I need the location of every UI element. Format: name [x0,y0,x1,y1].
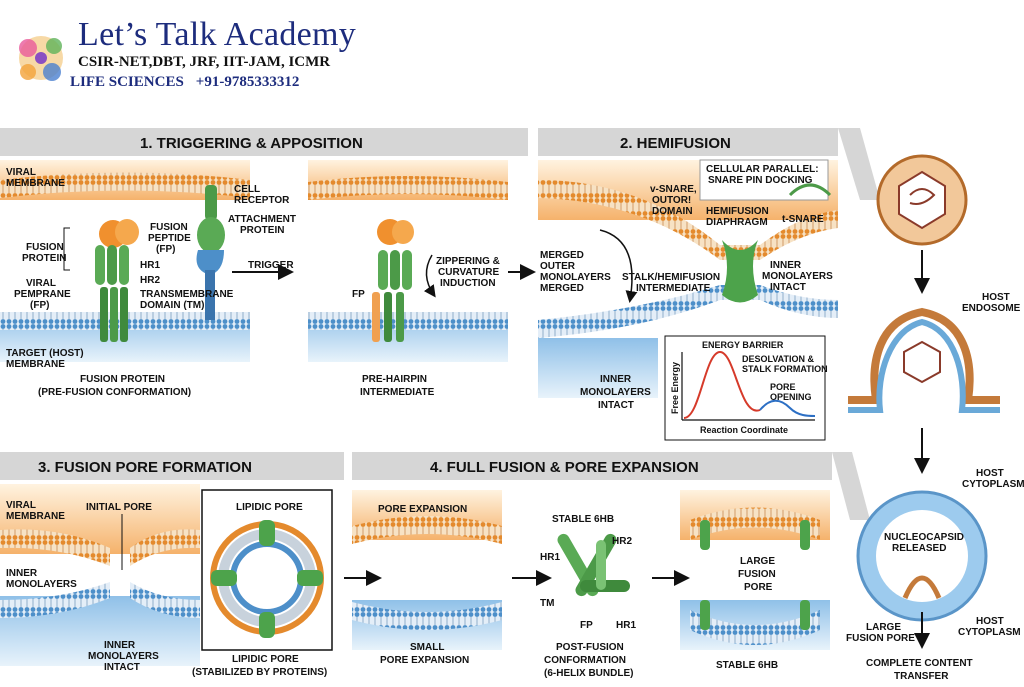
svg-text:FUSION PROTEIN(PRE-FUSION CONF: FUSION PROTEIN(PRE-FUSION CONFORMATION) [38,374,191,398]
pre-hairpin-protein [372,219,414,342]
panel-2: CELLULAR PARALLEL:SNARE PIN DOCKING v-SN… [538,159,838,441]
cell-receptor [196,185,225,320]
svg-text:STABLE 6HB: STABLE 6HB [716,660,778,671]
section-bar-2: 2. HEMIFUSION [538,128,880,200]
academy-phone: +91-9785333312 [195,74,300,90]
academy-field: LIFE SCIENCES [70,74,184,90]
fp-label: FP [352,289,365,300]
svg-text:TM: TM [540,598,554,609]
svg-text:HR1: HR1 [540,552,560,563]
svg-text:TARGET (HOST)MEMBRANE: TARGET (HOST)MEMBRANE [6,348,84,370]
section-bar-4: 4. FULL FUSION & PORE EXPANSION [352,452,870,520]
svg-text:t-SNARE: t-SNARE [782,214,824,225]
section-title-1: 1. TRIGGERING & APPOSITION [140,135,363,152]
svg-text:PORE EXPANSION: PORE EXPANSION [378,504,467,515]
lipidic-pore-ring [210,520,324,638]
endosome [848,307,1000,413]
academy-header: Let’s Talk Academy CSIR-NET,DBT, JRF, II… [0,0,420,110]
energy-barrier-chart: ENERGY BARRIER DESOLVATION &STALK FORMAT… [664,335,828,441]
svg-text:HR1: HR1 [140,260,160,271]
svg-text:HR2: HR2 [140,275,160,286]
hemifusion-stalk [722,240,758,303]
section-bar-1: 1. TRIGGERING & APPOSITION [0,128,528,156]
fusion-protein [95,219,139,342]
svg-text:CELLULAR PARALLEL:SNARE PIN DO: CELLULAR PARALLEL:SNARE PIN DOCKING [706,164,819,186]
academy-contact: LIFE SCIENCES +91-9785333312 [70,74,299,91]
svg-text:HR1: HR1 [616,620,636,631]
svg-text:FP: FP [580,620,593,631]
section-title-2: 2. HEMIFUSION [620,135,731,152]
section-title-4: 4. FULL FUSION & PORE EXPANSION [430,459,699,476]
svg-text:HR2: HR2 [612,536,632,547]
svg-text:TRIGGER: TRIGGER [248,260,294,271]
six-helix-bundle [557,533,630,597]
academy-logo [19,36,63,81]
viral-membrane [0,172,250,198]
section-bar-3: 3. FUSION PORE FORMATION [0,452,344,480]
svg-text:LIPIDIC PORE(STABILIZED BY PRO: LIPIDIC PORE(STABILIZED BY PROTEINS) [192,654,327,678]
svg-text:LIPIDIC PORE: LIPIDIC PORE [236,502,303,513]
svg-text:Reaction Coordinate: Reaction Coordinate [700,425,788,435]
snare-inset: CELLULAR PARALLEL:SNARE PIN DOCKING [699,159,832,201]
section-title-3: 3. FUSION PORE FORMATION [38,459,252,476]
svg-text:Free Energy: Free Energy [670,362,680,414]
svg-text:STABLE 6HB: STABLE 6HB [552,514,614,525]
virion [876,154,968,246]
svg-text:DESOLVATION &STALK FORMATION: DESOLVATION &STALK FORMATION [742,354,828,374]
academy-subtitle: CSIR-NET,DBT, JRF, IIT-JAM, ICMR [78,54,331,70]
svg-text:v-SNARE,OUTOR!DOMAIN: v-SNARE,OUTOR!DOMAIN [650,184,697,217]
academy-title: Let’s Talk Academy [78,16,357,53]
svg-text:INITIAL PORE: INITIAL PORE [86,502,152,513]
svg-text:ENERGY BARRIER: ENERGY BARRIER [702,340,784,350]
